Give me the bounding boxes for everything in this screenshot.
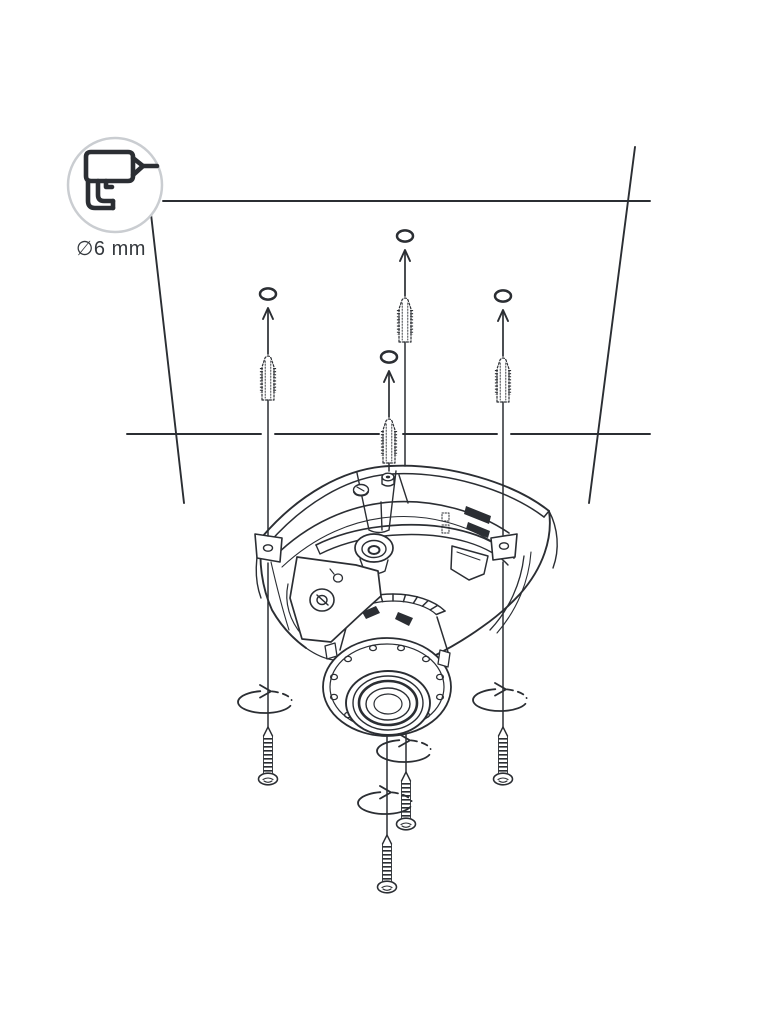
ceiling-edge-left	[150, 213, 185, 504]
housing-cutout	[356, 470, 409, 534]
drill-diameter-label: ∅6 mm	[76, 238, 146, 260]
drill-icon	[83, 149, 160, 211]
mounting-lug-left	[254, 533, 283, 563]
rim-outer	[261, 464, 550, 538]
drill-badge	[66, 136, 164, 234]
anchor-column-left	[258, 286, 278, 402]
right-flange	[548, 510, 558, 569]
pivot-knob	[354, 533, 394, 575]
mounting-screw-front	[378, 835, 397, 893]
mounting-screw-back	[397, 772, 416, 830]
rotate-clockwise-arrow-left	[237, 684, 293, 714]
housing-screw-icon	[352, 483, 370, 497]
safety-tether	[270, 561, 290, 631]
mounting-lug-right	[490, 533, 518, 561]
anchor-column-back	[395, 228, 415, 344]
ceiling-edge-right	[588, 146, 636, 504]
pan-plate	[289, 556, 382, 643]
rotate-clockwise-arrow-right	[472, 682, 528, 712]
top-screw-boss	[381, 472, 395, 487]
dome-camera-illustration	[254, 464, 558, 737]
screw-axis-back	[404, 341, 407, 773]
screw-axis-front	[386, 462, 390, 836]
mounting-screw-right	[494, 727, 513, 785]
anchor-column-front	[379, 349, 399, 465]
screw-axis-lines	[267, 341, 504, 836]
mounting-screw-left	[259, 727, 278, 785]
camera-lens	[345, 670, 431, 736]
rotate-clockwise-arrow-back	[376, 733, 432, 763]
anchor-column-right	[493, 288, 513, 404]
ceiling-plane	[126, 146, 651, 504]
